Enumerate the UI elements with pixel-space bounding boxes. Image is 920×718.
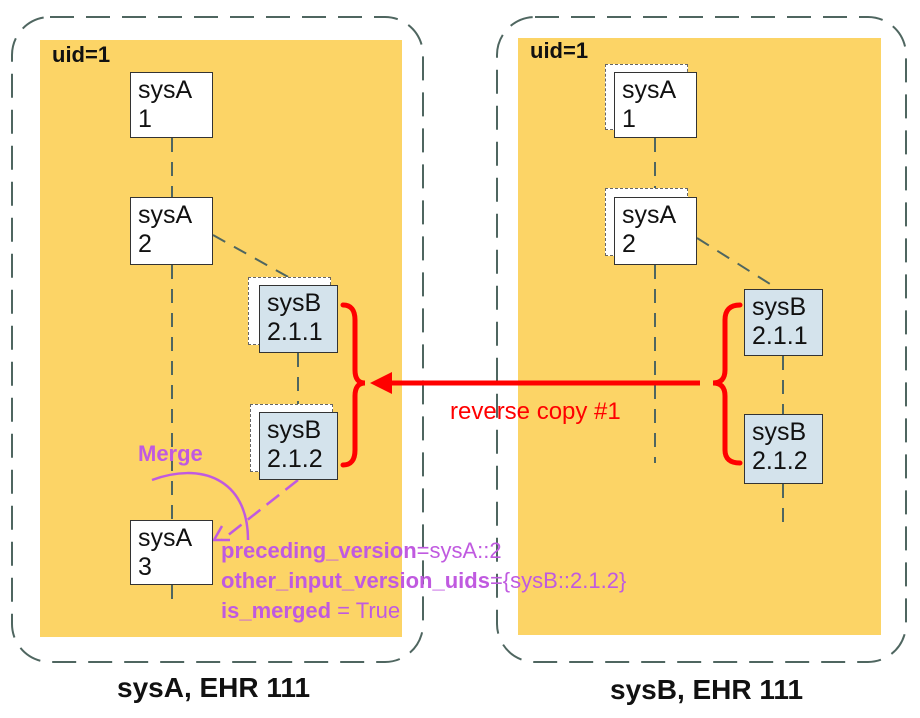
- version-system: sysA: [622, 76, 677, 104]
- merge-label: Merge: [138, 441, 203, 466]
- attr-value: =sysA::2: [416, 538, 502, 563]
- version-system: sysB: [267, 416, 322, 444]
- merge-attr-preceding-version: preceding_version=sysA::2: [221, 538, 502, 564]
- version-system: sysA: [138, 201, 193, 229]
- version-number: 1: [138, 105, 152, 133]
- sysA-version-2[interactable]: sysA 2: [130, 197, 213, 265]
- attr-value: ={sysB::2.1.2}: [489, 568, 627, 593]
- sysA-version-2-copy[interactable]: sysA 2: [614, 197, 697, 265]
- merge-dashed-line: [221, 479, 299, 541]
- sysA-caption: sysA, EHR 111: [117, 672, 311, 703]
- sysA-version-3[interactable]: sysA 3: [130, 520, 213, 585]
- attr-key: other_input_version_uids: [221, 568, 490, 593]
- version-system: sysB: [752, 418, 807, 446]
- version-system: sysB: [267, 289, 322, 317]
- version-system: sysA: [622, 201, 677, 229]
- merge-curve: [151, 471, 250, 541]
- sysA-branch-line: [212, 234, 291, 279]
- left-brace: [340, 302, 366, 468]
- merge-attr-is-merged: is_merged = True: [221, 598, 400, 624]
- attr-key: preceding_version: [221, 538, 417, 563]
- attr-key: is_merged: [221, 598, 332, 623]
- sysB-caption: sysB, EHR 111: [610, 674, 804, 705]
- sysB-version-2.1.1-copy[interactable]: sysB 2.1.1: [259, 285, 338, 353]
- sysA-version-1[interactable]: sysA 1: [130, 72, 213, 138]
- sysA-uid-label: uid=1: [52, 42, 111, 67]
- version-system: sysA: [138, 524, 193, 552]
- version-number: 2.1.1: [267, 318, 323, 346]
- reverse-copy-arrowhead: [370, 372, 392, 394]
- version-number: 3: [138, 553, 152, 581]
- version-number: 1: [622, 105, 636, 133]
- version-number: 2.1.1: [752, 322, 808, 350]
- version-system: sysA: [138, 76, 193, 104]
- sysB-version-2.1.2-copy[interactable]: sysB 2.1.2: [259, 412, 338, 480]
- version-number: 2: [138, 230, 152, 258]
- attr-value: = True: [331, 598, 401, 623]
- sysB-branch-line: [696, 237, 779, 290]
- sysA-container: [11, 16, 424, 663]
- version-number: 2.1.2: [267, 445, 323, 473]
- merge-arrowhead: [211, 525, 230, 542]
- right-brace: [712, 302, 743, 466]
- version-number: 2: [622, 230, 636, 258]
- sysB-container: [496, 16, 907, 663]
- sysA-version-1-copy[interactable]: sysA 1: [614, 72, 697, 138]
- version-number: 2.1.2: [752, 447, 808, 475]
- merge-attr-other-input-version-uids: other_input_version_uids={sysB::2.1.2}: [221, 568, 626, 594]
- sysB-uid-label: uid=1: [530, 38, 589, 63]
- sysB-version-2.1.1[interactable]: sysB 2.1.1: [744, 289, 823, 356]
- reverse-copy-label: reverse copy #1: [450, 398, 621, 425]
- version-system: sysB: [752, 293, 807, 321]
- sysB-version-2.1.2[interactable]: sysB 2.1.2: [744, 414, 823, 484]
- sysA-ehr-panel: [40, 40, 402, 637]
